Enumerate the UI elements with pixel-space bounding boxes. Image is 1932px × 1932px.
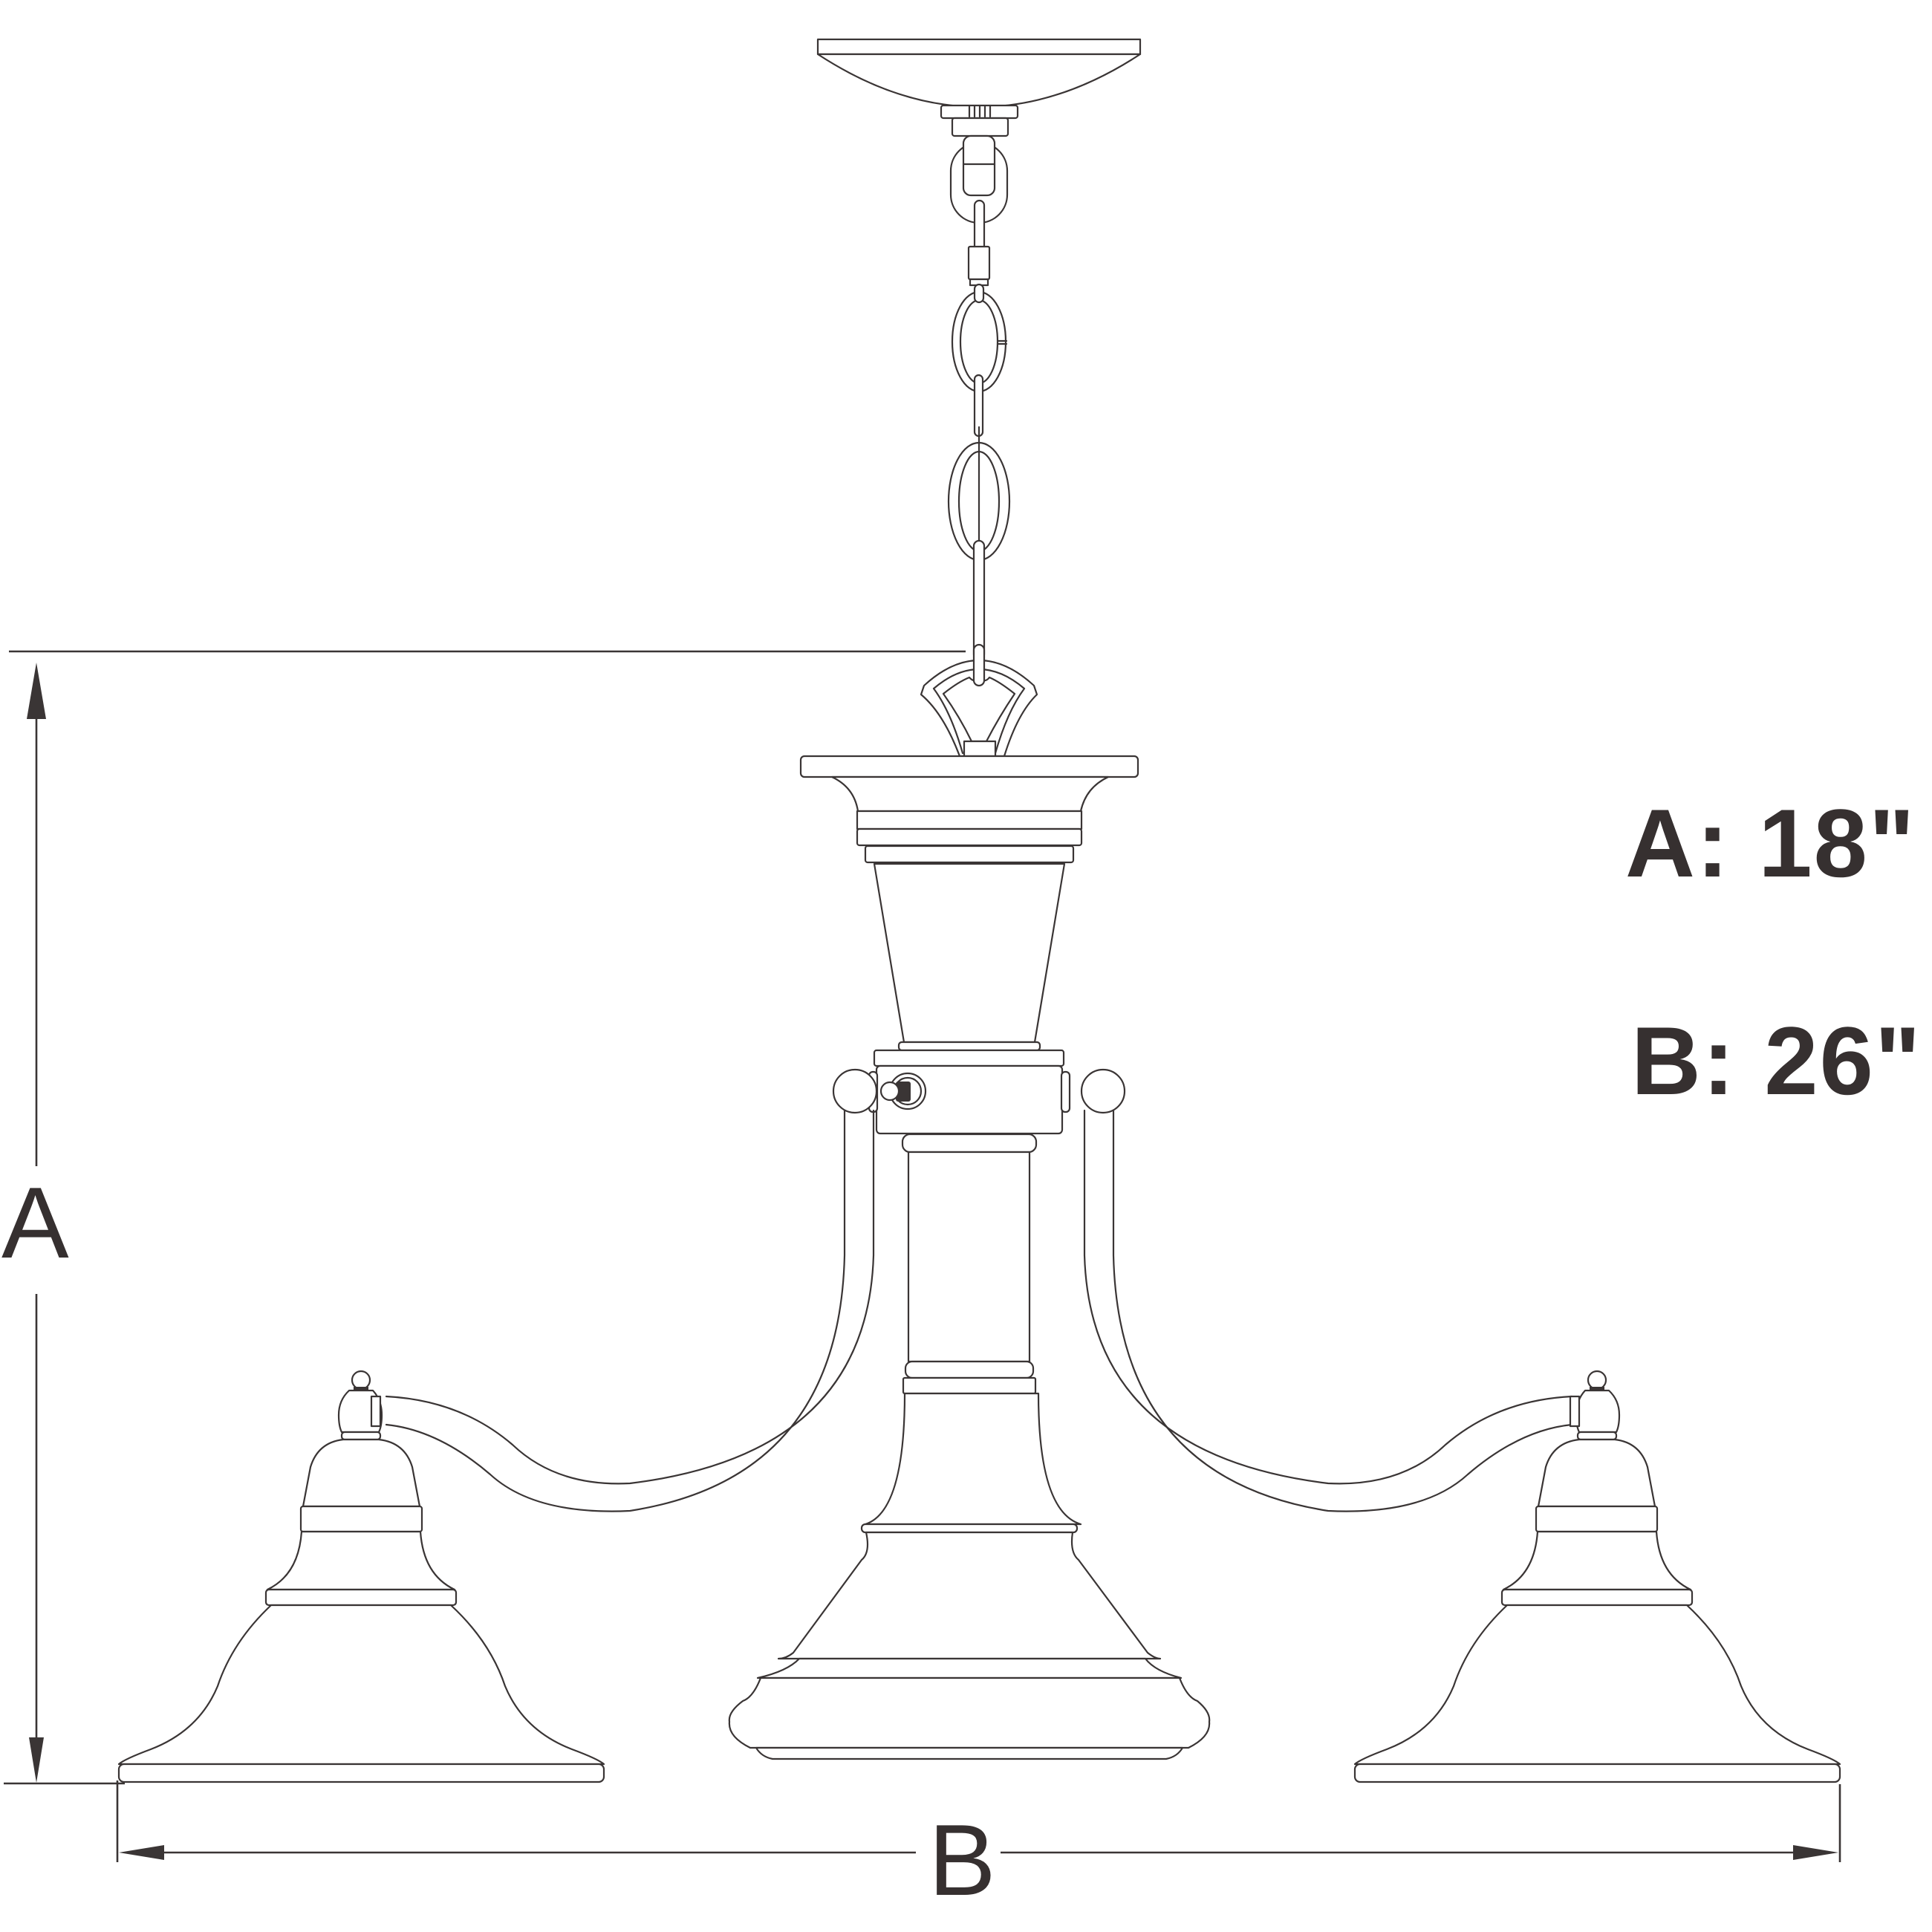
arrow-down-icon	[29, 1737, 44, 1783]
dimension-label-a: A	[1, 1166, 69, 1279]
arrow-up-icon	[27, 663, 46, 719]
left-shade	[117, 1370, 605, 1783]
chain	[947, 134, 1011, 661]
hanging-loop	[920, 643, 1038, 758]
left-arm	[385, 1109, 875, 1512]
right-arm	[1083, 1109, 1573, 1512]
right-shade	[1353, 1370, 1841, 1783]
dimension-b	[116, 1780, 1841, 1862]
arrow-left-icon	[119, 1845, 164, 1860]
arrow-right-icon	[1793, 1845, 1838, 1860]
spec-height: A: 18"	[1625, 789, 1916, 897]
dimension-a	[4, 650, 966, 1785]
spec-width: B: 26"	[1631, 1006, 1922, 1115]
dimension-label-b: B	[928, 1803, 996, 1916]
center-column	[728, 1133, 1211, 1760]
upper-body	[799, 755, 1139, 1052]
ceiling-canopy	[816, 38, 1142, 137]
junction-box	[832, 1049, 1126, 1135]
